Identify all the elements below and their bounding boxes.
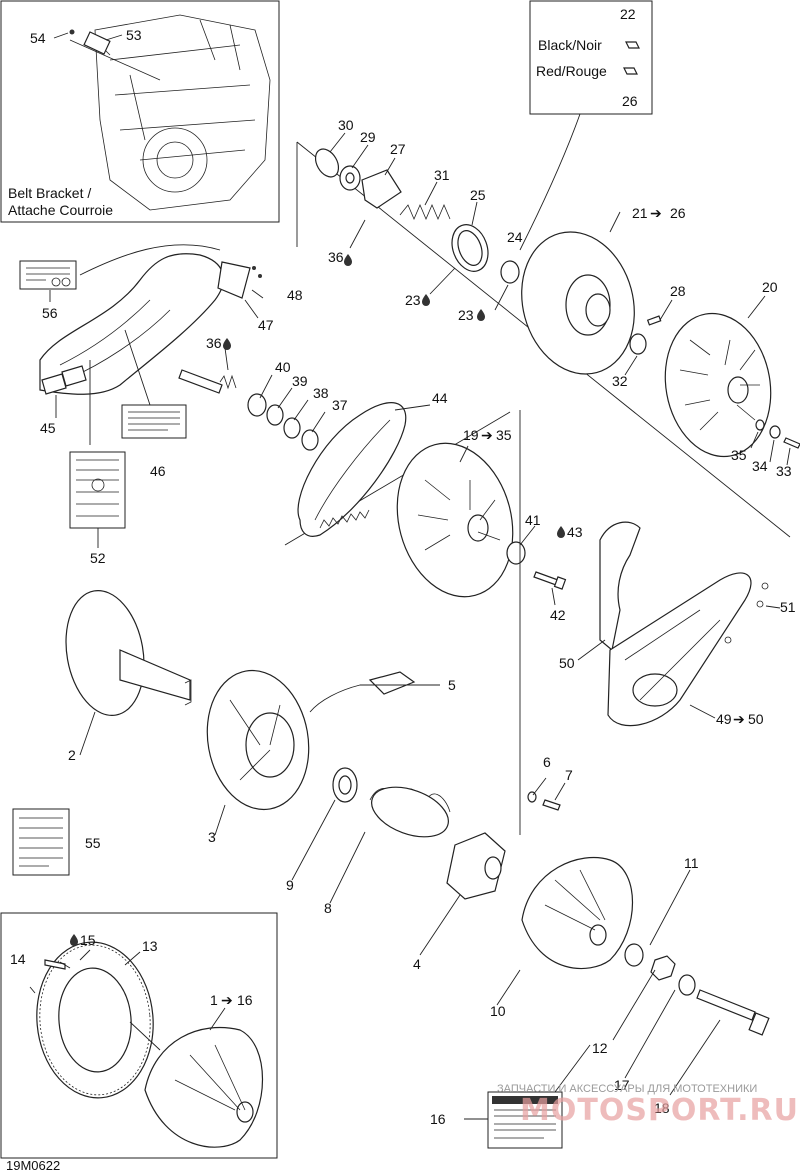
callout-31: 31 [434,167,450,183]
callout-13: 13 [142,938,158,954]
callout-34: 34 [752,458,768,474]
callout-21: 21 [632,205,648,221]
callout-37: 37 [332,397,348,413]
callout-12: 12 [592,1040,608,1056]
callout-50-range: 50 [748,711,764,727]
callout-27: 27 [390,141,406,157]
callout-20: 20 [762,279,778,295]
driven-pulley-leaders [329,132,791,466]
callout-42: 42 [550,607,566,623]
oil-drop-icon [422,294,430,306]
callout-41: 41 [525,512,541,528]
driven-pulley-parts [314,148,800,458]
watermark-text: ЗАПЧАСТИ И АКСЕССУАРЫ ДЛЯ МОТОТЕХНИКИ [497,1083,757,1095]
callout-10: 10 [490,1003,506,1019]
callout-47: 47 [258,317,274,333]
callout-labels: 30 29 27 31 25 36 24 23 23 21 ➔ 26 20 28… [10,117,796,1127]
callout-33: 33 [776,463,792,479]
callout-23-right: 23 [458,307,474,323]
callout-49: 49 [716,711,732,727]
callout-52: 52 [90,550,106,566]
pulley-cover [599,521,769,727]
callout-35: 35 [731,447,747,463]
callout-38: 38 [313,385,329,401]
belt-bracket-inset: 54 53 Belt Bracket / Attache Courroie [0,0,280,223]
callout-18: 18 [654,1100,670,1116]
lubricant-drop-icons [70,254,565,946]
belt-guard-leaders [49,244,264,548]
callout-36-lower: 36 [206,335,222,351]
callout-28: 28 [670,283,686,299]
drive-belt-leaders [224,347,556,606]
callout-32: 32 [612,373,628,389]
color-legend: 22 Black/Noir Red/Rouge 26 [519,0,653,251]
callout-36-upper: 36 [328,249,344,265]
callout-39: 39 [292,373,308,389]
callout-17: 17 [614,1077,630,1093]
callout-50: 50 [559,655,575,671]
callout-7: 7 [565,767,573,783]
callout-22: 22 [620,6,636,22]
oil-drop-icon [477,309,485,321]
callout-15: 15 [80,932,96,948]
oil-drop-icon [344,254,352,266]
callout-14: 14 [10,951,26,967]
drive-pulley-inset [0,912,278,1159]
callout-3: 3 [208,829,216,845]
callout-26-legend: 26 [622,93,638,109]
callout-46: 46 [150,463,166,479]
callout-26-range: 26 [670,205,686,221]
callout-30: 30 [338,117,354,133]
callout-25: 25 [470,187,486,203]
drive-pulley-parts [12,590,770,1036]
callout-55: 55 [85,835,101,851]
legend-red-label: Red/Rouge [536,63,607,79]
watermark-logo: MOTOSPORT.RU [520,1093,799,1128]
callout-2: 2 [68,747,76,763]
callout-4: 4 [413,956,421,972]
callout-19: 19 [463,427,479,443]
pulley-cover-leaders [577,605,781,719]
legend-black-label: Black/Noir [538,37,602,53]
callout-6: 6 [543,754,551,770]
callout-1: 1 [210,992,218,1008]
callout-54: 54 [30,30,46,46]
callout-23-left: 23 [405,292,421,308]
callout-16: 16 [430,1111,446,1127]
callout-48: 48 [287,287,303,303]
callout-8: 8 [324,900,332,916]
diagram-code: 19M0622 [6,1158,60,1173]
arrow-49-50: ➔ [733,711,745,727]
callout-11: 11 [684,855,699,871]
callout-43: 43 [567,524,583,540]
oil-drop-icon [557,526,565,538]
callout-24: 24 [507,229,523,245]
callout-44: 44 [432,390,448,406]
warning-decal-16 [464,1044,591,1149]
belt-guard [19,253,262,529]
callout-16-range: 16 [237,992,253,1008]
drive-pulley-leaders [79,410,721,1096]
callout-56: 56 [42,305,58,321]
arrow-1-16: ➔ [221,992,233,1008]
drive-belt-group [178,369,567,598]
callout-35-range: 35 [496,427,512,443]
callout-40: 40 [275,359,291,375]
oil-drop-icon [70,934,78,946]
callout-51: 51 [780,599,796,615]
callout-5: 5 [448,677,456,693]
inset-title-line2: Attache Courroie [8,202,113,218]
callout-9: 9 [286,877,294,893]
callout-53: 53 [126,27,142,43]
inset-title-line1: Belt Bracket / [8,185,91,201]
oil-drop-icon [223,338,231,350]
callout-29: 29 [360,129,376,145]
arrow-19-35: ➔ [481,427,493,443]
arrow-21-26: ➔ [650,205,662,221]
callout-45: 45 [40,420,56,436]
